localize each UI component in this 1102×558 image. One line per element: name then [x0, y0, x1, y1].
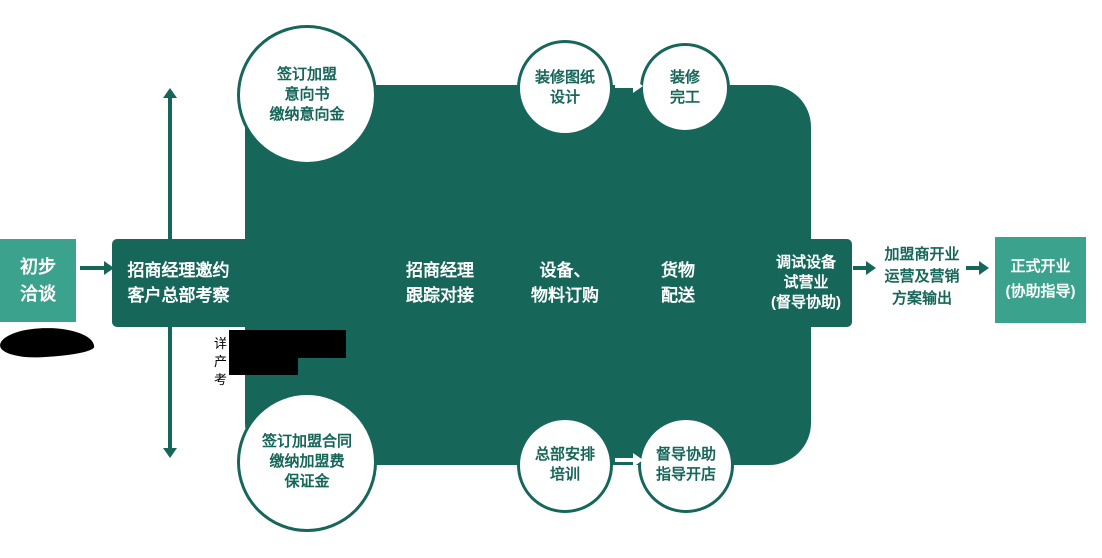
redacted-text-fragment: 考 [214, 372, 228, 387]
step-label-invite-inspection: 招商经理邀约 客户总部考察 [127, 260, 230, 306]
milestone-circle-intent-letter: 签订加盟 意向书 缴纳意向金 [237, 25, 377, 165]
milestone-circle-contract-signing: 签订加盟合同 缴纳加盟费 保证金 [237, 392, 377, 532]
milestone-circle-decoration-design: 装修图纸 设计 [517, 40, 613, 136]
start-step-box: 初步 洽谈 [0, 239, 76, 322]
milestone-circle-decoration-complete: 装修 完工 [640, 43, 730, 133]
step-label-trial-operation: 调试设备 试营业 (督导协助) [771, 253, 841, 312]
redaction-bar [229, 330, 346, 358]
redaction-bar [229, 358, 298, 375]
redacted-text-fragment: 产 [214, 354, 228, 369]
step-label-manager-follow-up: 招商经理 跟踪对接 [406, 260, 474, 306]
output-step-label: 加盟商开业 运营及营销 方案输出 [884, 246, 960, 307]
redacted-text-fragment: 详 [214, 336, 228, 351]
step-label-goods-delivery: 货物 配送 [661, 260, 695, 306]
milestone-circle-hq-training: 总部安排 培训 [517, 417, 613, 513]
end-step-box: 正式开业 (协助指导) [995, 237, 1086, 323]
step-label-equipment-order: 设备、 物料订购 [531, 260, 599, 306]
redaction-blob [0, 326, 95, 359]
milestone-circle-store-opening-guidance: 督导协助 指导开店 [638, 417, 734, 513]
